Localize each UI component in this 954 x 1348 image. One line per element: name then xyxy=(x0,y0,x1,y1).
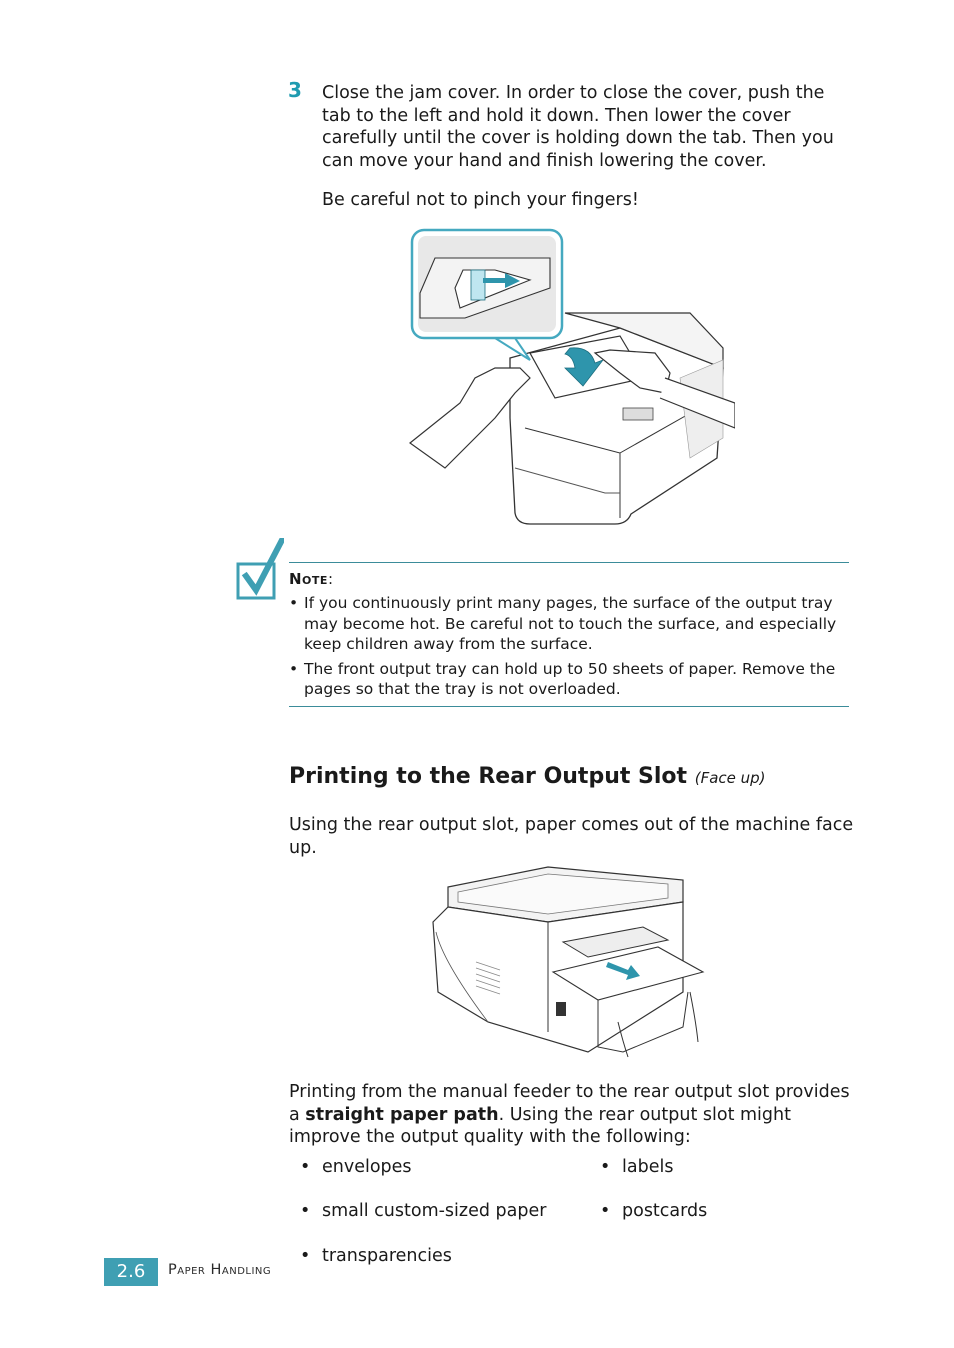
step-instruction: Close the jam cover. In order to close t… xyxy=(322,83,834,171)
checkmark-icon xyxy=(236,538,284,600)
list-item: •labels xyxy=(600,1157,674,1177)
list-item: •small custom-sized paper xyxy=(300,1201,547,1221)
step-number: 3 xyxy=(288,78,302,102)
note-top-rule xyxy=(289,562,849,563)
note-item: •If you continuously print many pages, t… xyxy=(289,594,837,653)
list-item: •envelopes xyxy=(300,1157,412,1177)
body-paragraph: Printing from the manual feeder to the r… xyxy=(289,1082,850,1147)
page-number: 2.6 xyxy=(104,1258,158,1286)
list-item: •postcards xyxy=(600,1201,708,1221)
list-item: •transparencies xyxy=(300,1246,452,1266)
note-title: Note: xyxy=(289,570,334,588)
printer-rear-output-illustration xyxy=(432,866,705,1058)
note-item: •The front output tray can hold up to 50… xyxy=(289,659,836,699)
intro-paragraph: Using the rear output slot, paper comes … xyxy=(289,815,854,858)
printer-jam-cover-illustration xyxy=(409,228,735,525)
note-bottom-rule xyxy=(289,706,849,707)
caution-text: Be careful not to pinch your fingers! xyxy=(322,190,639,210)
chapter-title: Paper Handling xyxy=(168,1262,272,1278)
note-list: •If you continuously print many pages, t… xyxy=(289,593,851,704)
section-heading: Printing to the Rear Output Slot (Face u… xyxy=(289,764,766,789)
